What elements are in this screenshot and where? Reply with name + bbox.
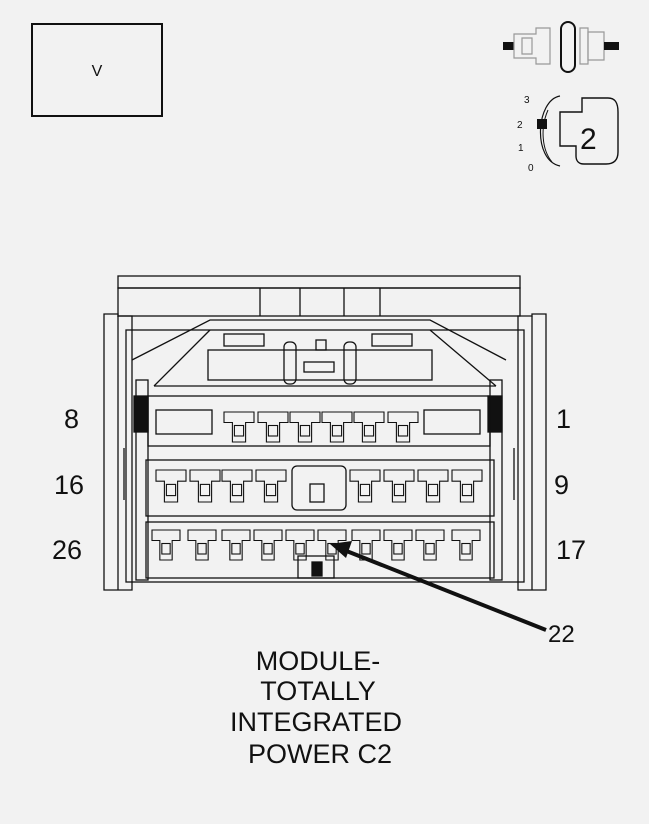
pin-cavity (387, 411, 419, 443)
title-line-2: TOTALLY (260, 676, 376, 706)
color-code-box: V (31, 23, 163, 117)
pin-cavity (383, 469, 415, 503)
pin-contact (231, 542, 241, 555)
pin-contact (427, 483, 439, 497)
pin-contact (393, 542, 403, 555)
pin-contact (295, 542, 305, 555)
pin-contact (161, 542, 171, 555)
pin-cavity (255, 469, 287, 503)
view-number: 2 (580, 123, 597, 156)
connector-mating-icon (503, 21, 619, 73)
pin-label-9: 9 (554, 470, 569, 500)
pin-contact (425, 542, 435, 555)
pin-contact (197, 542, 207, 555)
pin-cavity (451, 529, 481, 561)
pin-cavity (289, 411, 321, 443)
pin-contact (461, 483, 473, 497)
pin-cavity (349, 469, 381, 503)
pin-cavity (155, 469, 187, 503)
pin-cavity (151, 529, 181, 561)
title-line-4: POWER C2 (248, 739, 392, 769)
pin-contact (165, 483, 177, 497)
pin-cavity (383, 529, 413, 561)
pin-cavity (415, 529, 445, 561)
pin-label-1: 1 (556, 404, 571, 434)
pin-cavity (253, 529, 283, 561)
pin-cavity (321, 411, 353, 443)
pin-cavity (257, 411, 289, 443)
pin-contact (397, 424, 409, 437)
pin-contact (359, 483, 371, 497)
scale-label-3: 3 (524, 95, 530, 106)
pin-contact (363, 424, 375, 437)
pin-cavity (189, 469, 221, 503)
pin-contact (233, 424, 245, 437)
pin-cavity (317, 529, 347, 561)
connector-body (103, 275, 547, 591)
view-indicator: 3 2 1 0 2 (517, 95, 619, 174)
pin-label-8: 8 (64, 404, 79, 434)
callout-pin-label: 22 (548, 621, 575, 648)
pin-label-16: 16 (54, 470, 84, 500)
color-code-label: V (92, 63, 103, 80)
pin-contact (299, 424, 311, 437)
title-line-1: MODULE- (256, 646, 381, 676)
pin-contact (199, 483, 211, 497)
pin-contact (263, 542, 273, 555)
pin-label-17: 17 (556, 535, 586, 565)
pin-contact (393, 483, 405, 497)
pin-contact (361, 542, 371, 555)
pin-contact (265, 483, 277, 497)
scale-label-1: 1 (518, 143, 524, 154)
scale-label-0: 0 (528, 163, 534, 174)
pin-contact (267, 424, 279, 437)
pin-cavity (285, 529, 315, 561)
pin-cavities (151, 411, 483, 561)
pin-contact (461, 542, 471, 555)
title-line-3: INTEGRATED (230, 707, 402, 737)
pin-contact (231, 483, 243, 497)
pin-cavity (417, 469, 449, 503)
callout-arrow (330, 541, 547, 632)
pin-contact (331, 424, 343, 437)
scale-label-2: 2 (517, 120, 523, 131)
connector-title: MODULE- TOTALLY INTEGRATED POWER C2 (230, 646, 402, 769)
pin-cavity (221, 529, 251, 561)
pin-cavity (353, 411, 385, 443)
pin-cavity (223, 411, 255, 443)
pin-label-26: 26 (52, 535, 82, 565)
pin-cavity (221, 469, 253, 503)
pin-cavity (451, 469, 483, 503)
pin-cavity (187, 529, 217, 561)
